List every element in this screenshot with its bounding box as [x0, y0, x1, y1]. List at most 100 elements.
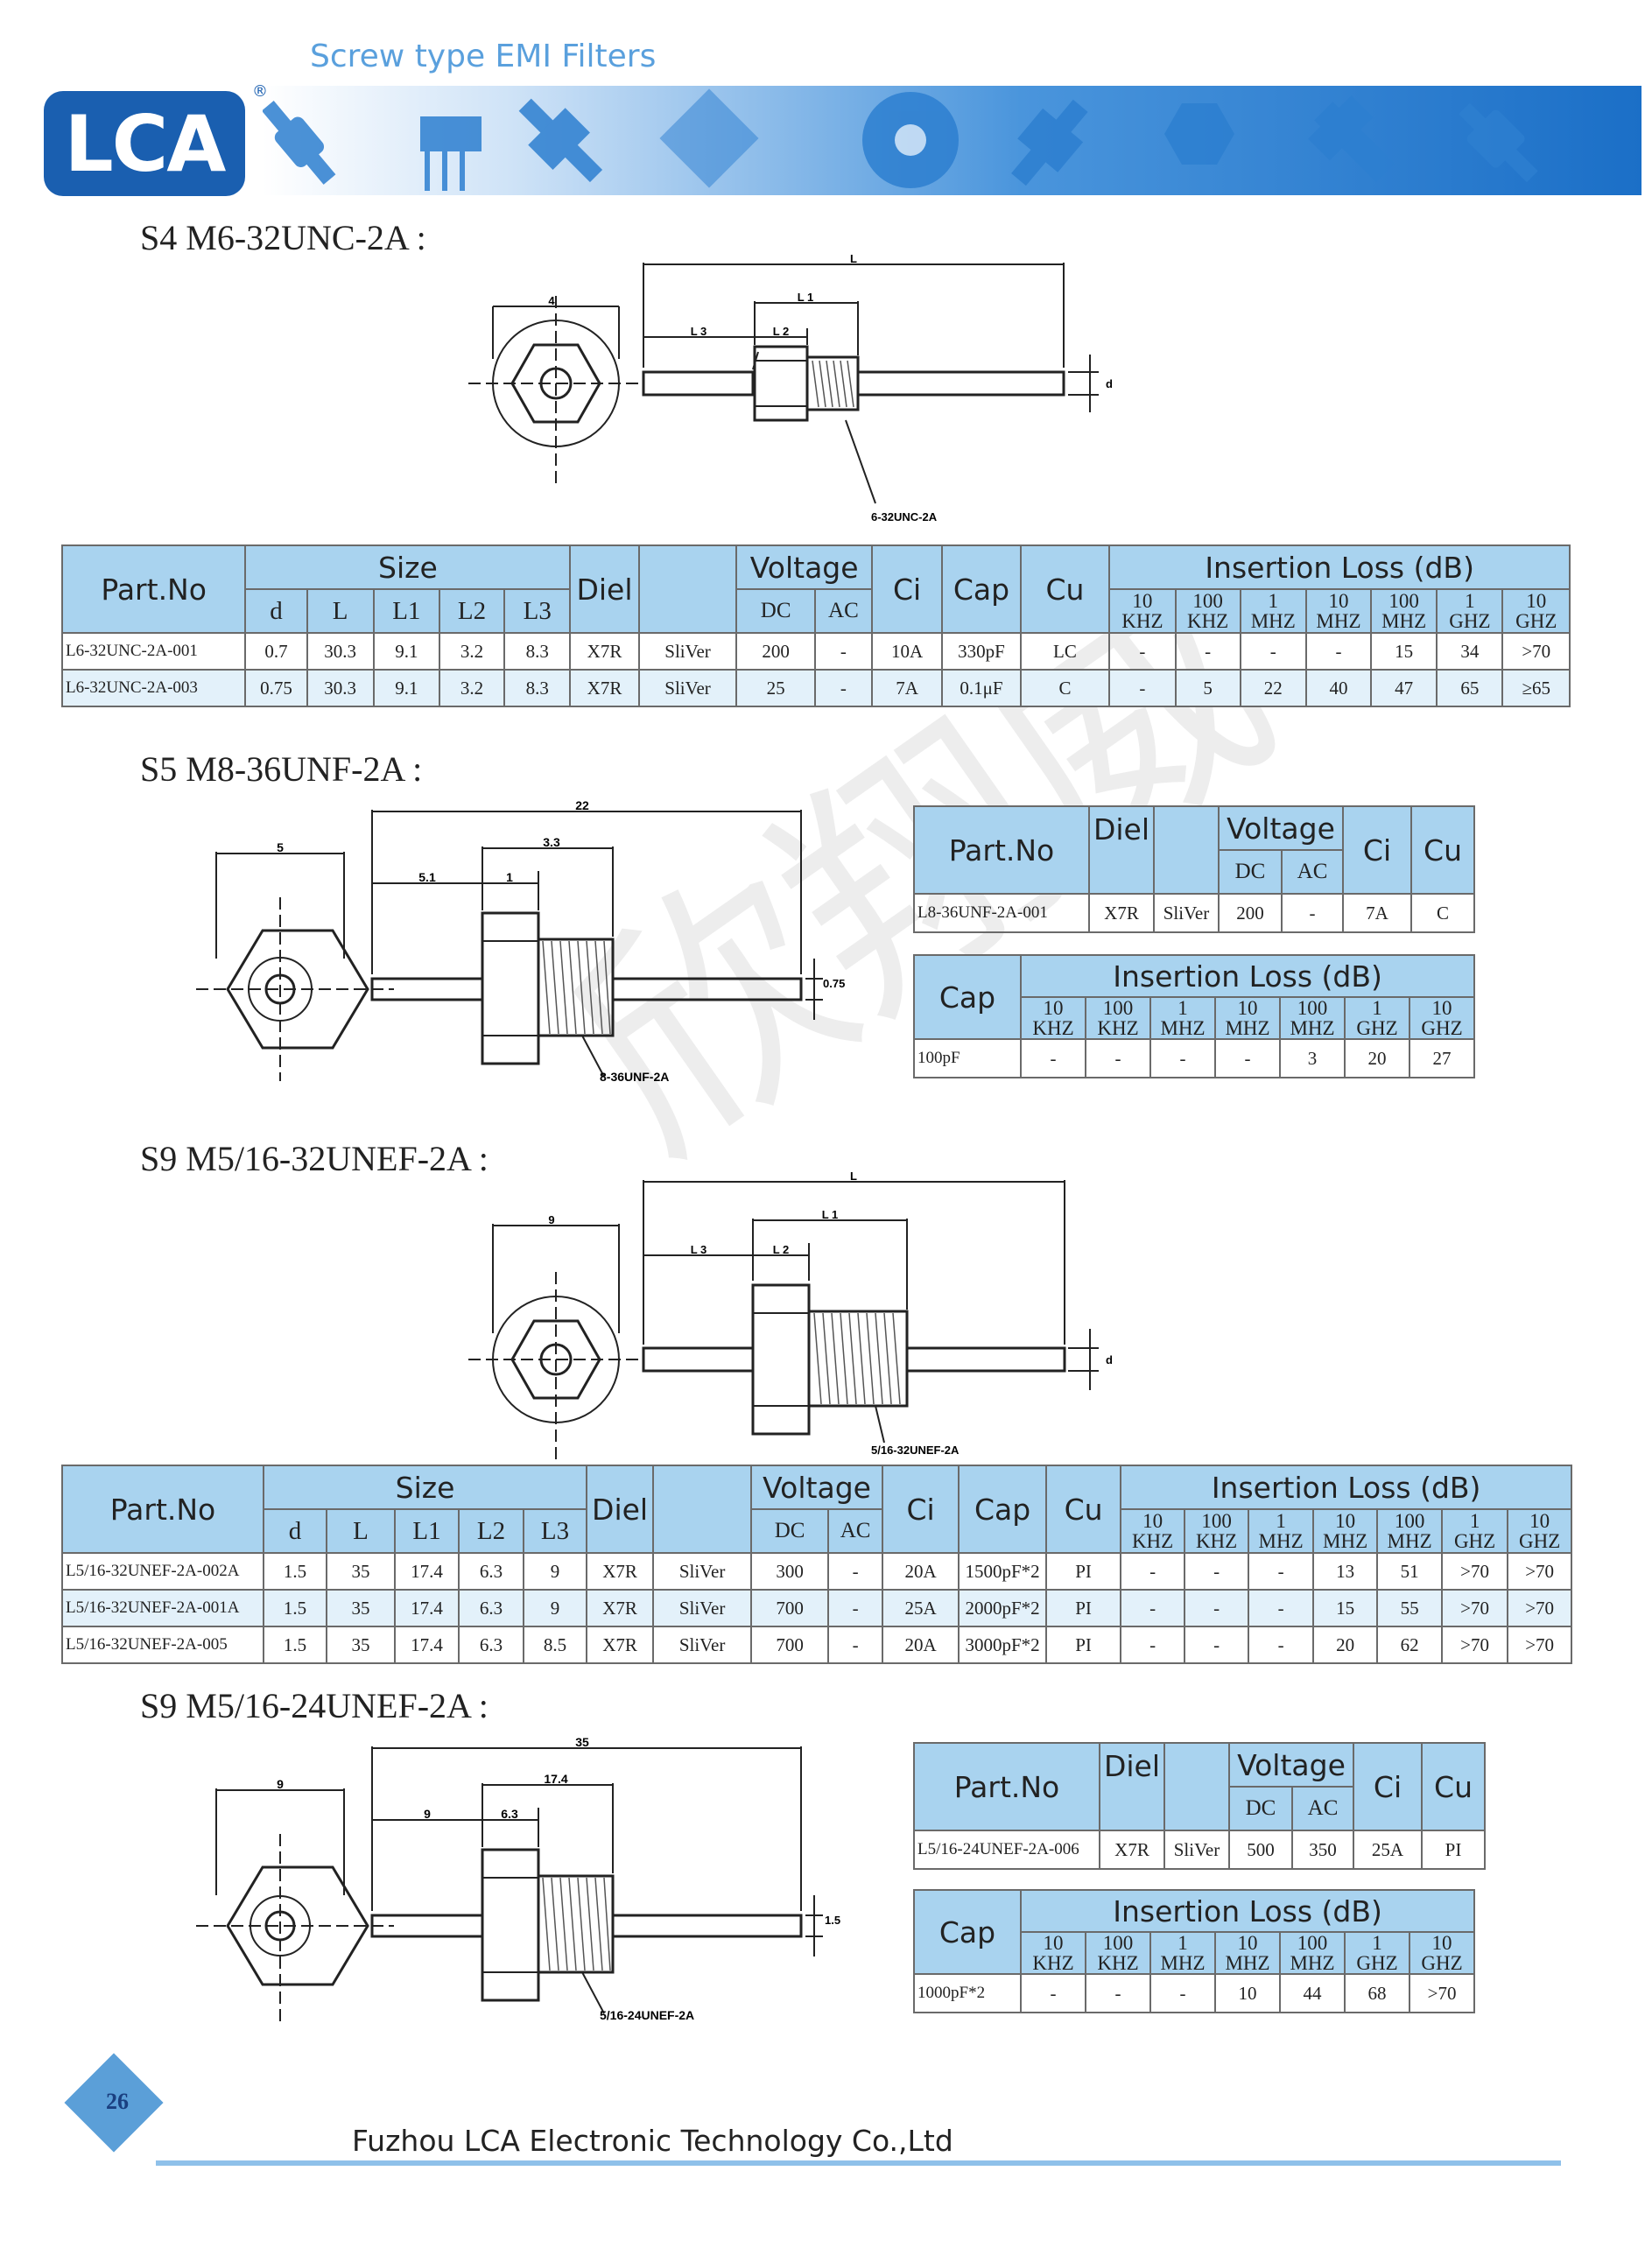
s9a-col-cu: Cu — [1045, 1465, 1122, 1554]
cell: 6.3 — [458, 1626, 524, 1664]
s9b-spec-table-a: Part.No Diel Voltage Ci Cu DC AC L5/16-2… — [913, 1742, 1487, 1870]
cell: - — [1248, 1552, 1315, 1591]
cell: 300 — [750, 1552, 830, 1591]
cell: 500 — [1228, 1830, 1293, 1870]
table-row: 100pF - - - - 3 20 27 — [913, 1038, 1476, 1078]
cell: X7R — [586, 1589, 655, 1627]
s5-spec-table-a: Part.No Diel Voltage Ci Cu DC AC L8-36UN… — [913, 805, 1476, 933]
cell: X7R — [1088, 893, 1155, 933]
s5-col-cu: Cu — [1410, 805, 1476, 895]
footer-line — [156, 2160, 1561, 2166]
cell: 62 — [1376, 1626, 1444, 1664]
cell: - — [827, 1626, 884, 1664]
s5-col-diel: Diel — [1088, 805, 1155, 895]
cell: - — [1120, 1552, 1186, 1591]
cell: 44 — [1279, 1973, 1346, 2013]
cell: 350 — [1290, 1830, 1355, 1870]
s9a-spec-table: Part.No Size Diel Voltage Ci Cap Cu Inse… — [61, 1465, 1573, 1664]
cell: 0.75 — [244, 669, 308, 707]
s4-col-ci: Ci — [870, 544, 944, 634]
s4-col-L3: L3 — [503, 588, 572, 634]
s4-dim-L3: L 3 — [691, 325, 707, 338]
cell: 68 — [1344, 1973, 1410, 2013]
s9a-col-part-no: Part.No — [61, 1465, 264, 1554]
s9a-dim-hex: 9 — [548, 1213, 554, 1226]
cell: 51 — [1376, 1552, 1444, 1591]
registered-mark: ® — [252, 82, 268, 101]
cell: 8.3 — [503, 669, 572, 707]
cell: 6.3 — [458, 1589, 524, 1627]
cell: - — [1174, 632, 1241, 671]
s4-col-L1: L1 — [372, 588, 440, 634]
s9a-col-ci: Ci — [882, 1465, 960, 1554]
s9a-col-dc: DC — [750, 1508, 830, 1554]
cell: - — [1184, 1589, 1250, 1627]
cell: SliVer — [652, 1626, 753, 1664]
cell: 5 — [1174, 669, 1241, 707]
s9a-title: S9 M5/16-32UNEF-2A : — [140, 1139, 489, 1178]
s9b-dim-hex: 9 — [277, 1777, 284, 1791]
s9a-col-L2: L2 — [458, 1508, 524, 1554]
cell: X7R — [586, 1552, 655, 1591]
cell: 34 — [1436, 632, 1504, 671]
cell: >70 — [1507, 1626, 1573, 1664]
feedthrough-icon — [518, 98, 603, 183]
part-number: L5/16-32UNEF-2A-005 — [61, 1626, 264, 1664]
s9a-dim-L1: L 1 — [822, 1208, 839, 1221]
cell: SliVer — [1163, 1830, 1230, 1870]
cell: 30.3 — [306, 669, 375, 707]
s4-col-cap: Cap — [941, 544, 1022, 634]
s9a-col-ac: AC — [827, 1508, 884, 1554]
table-row: L6-32UNC-2A-003 0.75 30.3 9.1 3.2 8.3 X7… — [60, 669, 1571, 707]
cell: - — [1085, 1973, 1151, 2013]
s5-dim-L3: 5.1 — [418, 870, 436, 884]
cell: - — [1108, 669, 1177, 707]
cell: 9.1 — [372, 669, 440, 707]
cell: - — [1120, 1589, 1186, 1627]
cell: 20A — [882, 1552, 960, 1591]
cell: 30.3 — [306, 632, 375, 671]
s4-dim-L1: L 1 — [798, 291, 814, 304]
cell: SliVer — [652, 1552, 753, 1591]
cell: - — [1020, 1973, 1086, 2013]
cell: 25A — [1353, 1830, 1424, 1870]
s4-col-part-no: Part.No — [60, 544, 247, 634]
page-number: 26 — [106, 2089, 129, 2114]
table-row: L6-32UNC-2A-001 0.7 30.3 9.1 3.2 8.3 X7R… — [60, 632, 1571, 671]
cell: 700 — [750, 1626, 830, 1664]
cell: X7R — [1099, 1830, 1165, 1870]
header-banner — [261, 86, 1641, 195]
s9b-col-cap: Cap — [913, 1889, 1022, 1975]
s9a-col-cap: Cap — [958, 1465, 1048, 1554]
cell: - — [827, 1552, 884, 1591]
s9a-dim-d: d — [1106, 1353, 1113, 1366]
s5-dim-L: 22 — [575, 801, 589, 812]
s5-col-ci: Ci — [1342, 805, 1413, 895]
cell: >70 — [1507, 1589, 1573, 1627]
cell: 9 — [522, 1552, 588, 1591]
s4-spec-table: Part.No Size Diel Voltage Ci Cap Cu Inse… — [60, 544, 1571, 707]
cell: X7R — [586, 1626, 655, 1664]
s4-col-size: Size — [244, 544, 572, 590]
s4-col-cu: Cu — [1019, 544, 1111, 634]
cell: X7R — [569, 669, 640, 707]
cell: 7A — [870, 669, 944, 707]
cell: - — [1280, 893, 1345, 933]
s4-title: S4 M6-32UNC-2A : — [140, 218, 426, 257]
cell: 8.3 — [503, 632, 572, 671]
s4-dim-d: d — [1106, 377, 1113, 390]
table-row: L8-36UNF-2A-001 X7R SliVer 200 - 7A C — [913, 893, 1476, 933]
s5-col-voltage: Voltage — [1217, 805, 1345, 851]
